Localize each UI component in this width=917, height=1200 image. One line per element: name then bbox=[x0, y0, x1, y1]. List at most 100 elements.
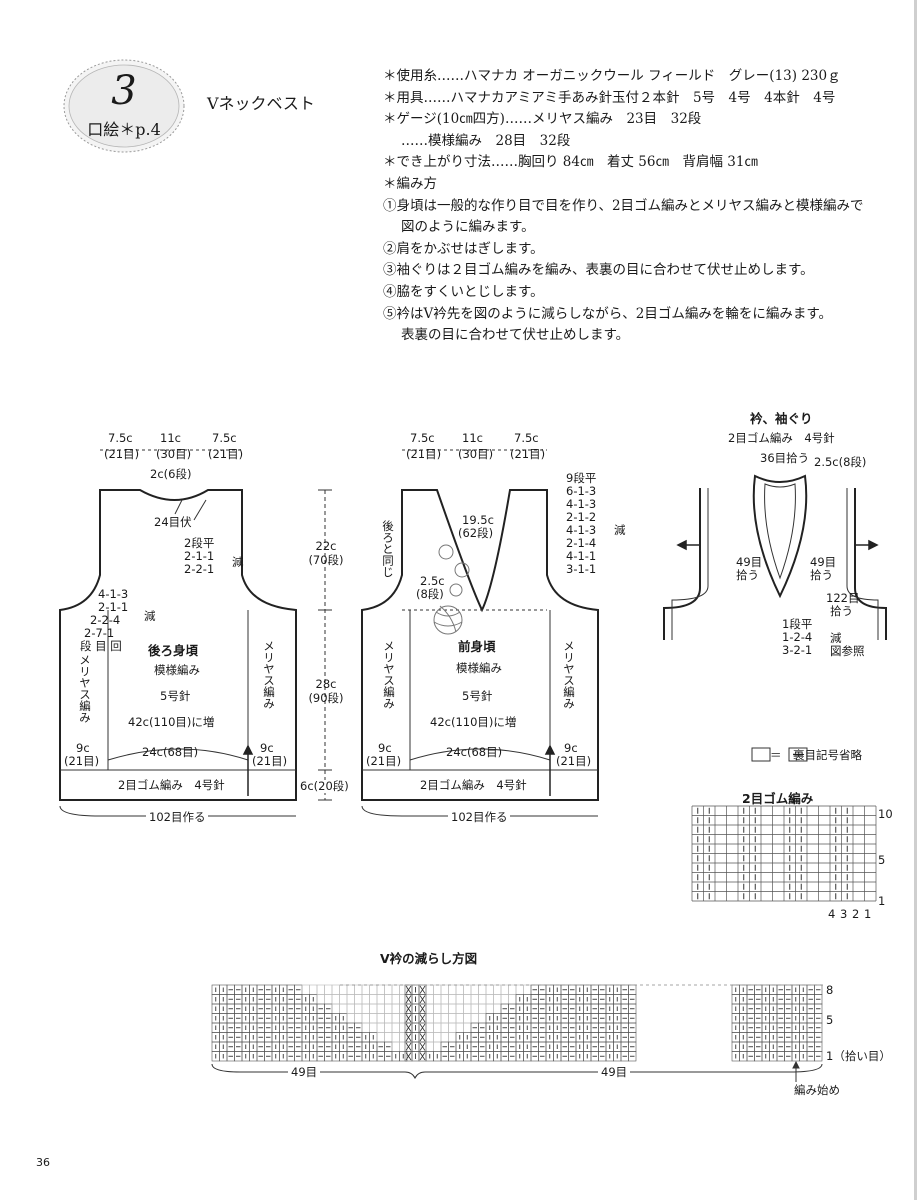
spec-yarn: ＊使用糸……ハマナカ オーガニックウール フィールド グレー(13) 230ｇ bbox=[383, 68, 841, 84]
page-edge-shadow bbox=[914, 0, 917, 1200]
collar-outline-left bbox=[663, 488, 701, 640]
front-bottom-left-sts: (21目) bbox=[366, 754, 402, 768]
back-cast-on: 102目作る bbox=[146, 811, 209, 824]
back-piece-name: 後ろ身頃 bbox=[148, 643, 199, 658]
back-bottom-left-sts: (21目) bbox=[64, 754, 100, 768]
collar-v-dec-3: 3-2-1 bbox=[782, 643, 813, 657]
back-shoulder-right-width: 7.5c bbox=[212, 431, 237, 445]
v-chart-title: V衿の減らし方図 bbox=[380, 951, 478, 966]
pattern-number: 3 bbox=[111, 68, 137, 114]
back-bottom-right-width: 9c bbox=[260, 741, 274, 755]
front-increase: 42c(110目)に増 bbox=[430, 715, 517, 729]
height-middle-rows: (90段) bbox=[308, 691, 344, 705]
v-row-label-8: 8 bbox=[826, 983, 834, 997]
spec-gauge-pattern: ……模様編み 28目 32段 bbox=[401, 132, 571, 149]
back-arm-dec-2: 2-1-1 bbox=[98, 600, 129, 614]
collar-arm-pickup: 122目 bbox=[826, 591, 860, 605]
front-side-left: メリヤス編み bbox=[382, 640, 396, 709]
back-arm-dec-label: 減 bbox=[144, 609, 156, 623]
v-left-count: 49目 bbox=[288, 1066, 321, 1079]
back-neck-width: 11c bbox=[160, 431, 181, 445]
spec-step-4: ④脇をすくいとじします。 bbox=[383, 283, 544, 300]
back-col-header: 段 目 回 bbox=[80, 639, 122, 653]
rib-col-label-4: 4 bbox=[828, 907, 836, 921]
front-v-dec-4: 2-1-2 bbox=[566, 510, 597, 524]
spec-step-1-cont: 図のように編みます。 bbox=[401, 219, 535, 236]
spec-method-heading: ＊編み方 bbox=[383, 175, 437, 192]
legend-text: ＝ 裏目記号省略 bbox=[770, 748, 862, 762]
front-v-dec-2: 6-1-3 bbox=[566, 484, 597, 498]
collar-left-pickup-verb: 拾う bbox=[736, 568, 759, 582]
spec-size: ＊でき上がり寸法……胸回り 84㎝ 着丈 56㎝ 背肩幅 31㎝ bbox=[383, 154, 758, 171]
collar-left-pickup: 49目 bbox=[736, 555, 763, 569]
pattern-number-badge: 3 口絵＊p.4 bbox=[62, 58, 186, 154]
front-same-as-back: 後ろと同じ bbox=[381, 520, 395, 578]
back-neck-dec-3: 2-2-1 bbox=[184, 562, 215, 576]
height-upper: 22c bbox=[315, 539, 337, 553]
front-shoulder-left-sts: (21目) bbox=[406, 447, 442, 461]
front-bottom-right-width: 9c bbox=[564, 741, 578, 755]
front-shoulder-right-sts: (21目) bbox=[510, 447, 546, 461]
spec-tools: ＊用具……ハマナカアミアミ手あみ針玉付２本針 5号 4号 4本針 4号 bbox=[383, 89, 836, 106]
v-start-label: 編み始め bbox=[794, 1083, 840, 1097]
back-stitch: 模様編み bbox=[154, 663, 200, 677]
legend-symbols bbox=[751, 747, 808, 762]
front-arm-depth: 2.5c bbox=[420, 574, 445, 588]
back-bottom-mid: 24c(68目) bbox=[142, 745, 199, 759]
front-v-dec-6: 2-1-4 bbox=[566, 536, 597, 550]
front-shoulder-right-width: 7.5c bbox=[514, 431, 539, 445]
rib-row-label-1: 1 bbox=[878, 894, 886, 908]
front-rib: 2目ゴム編み 4号針 bbox=[420, 778, 527, 792]
back-neck-sts: (30目) bbox=[156, 447, 192, 461]
collar-v-dec-ref: 図参照 bbox=[830, 644, 865, 658]
front-needle: 5号針 bbox=[462, 689, 493, 703]
v-right-count: 49目 bbox=[598, 1066, 631, 1079]
front-stitch: 模様編み bbox=[456, 661, 502, 675]
specifications: ＊使用糸……ハマナカ オーガニックウール フィールド グレー(13) 230ｇ … bbox=[383, 66, 893, 347]
yarn-ball-illustration bbox=[433, 544, 470, 635]
back-needle: 5号針 bbox=[160, 689, 191, 703]
v-row-label-1: 1（拾い目） bbox=[826, 1049, 891, 1063]
rib-chart-grid bbox=[691, 805, 877, 902]
back-bottom-left-width: 9c bbox=[76, 741, 90, 755]
legend-symbol: 一 bbox=[793, 748, 805, 762]
rib-col-label-1: 1 bbox=[864, 907, 872, 921]
front-cast-on: 102目作る bbox=[448, 811, 511, 824]
back-neck-dec-2: 2-1-1 bbox=[184, 549, 215, 563]
badge-lace-frame bbox=[63, 59, 185, 153]
back-arm-dec-3: 2-2-4 bbox=[90, 613, 121, 627]
front-v-dec-8: 3-1-1 bbox=[566, 562, 597, 576]
back-arm-dec-1: 4-1-3 bbox=[98, 587, 129, 601]
collar-v-dec-2: 1-2-4 bbox=[782, 630, 813, 644]
rib-chart-title: 2目ゴム編み bbox=[742, 791, 814, 806]
back-side-right: メリヤス編み bbox=[262, 640, 276, 709]
back-neck-dec-1: 2段平 bbox=[184, 536, 215, 550]
front-shoulder-left-width: 7.5c bbox=[410, 431, 435, 445]
front-v-depth-rows: (62段) bbox=[458, 526, 494, 540]
front-side-right: メリヤス編み bbox=[562, 640, 576, 709]
back-bind-off: 24目伏 bbox=[154, 515, 192, 529]
rib-col-label-3: 3 bbox=[840, 907, 848, 921]
back-side-left: メリヤス編み bbox=[78, 654, 92, 723]
back-bottom-right-sts: (21目) bbox=[252, 754, 288, 768]
front-v-dec-label: 減 bbox=[614, 523, 626, 537]
page-title: Vネックベスト bbox=[207, 94, 315, 113]
front-piece-name: 前身頃 bbox=[458, 639, 496, 654]
collar-right-pickup-verb: 拾う bbox=[810, 568, 833, 582]
collar-back-pickup: 36目拾う bbox=[760, 451, 810, 465]
collar-right-pickup: 49目 bbox=[810, 555, 837, 569]
v-row-label-5: 5 bbox=[826, 1013, 834, 1027]
front-v-dec-7: 4-1-1 bbox=[566, 549, 597, 563]
spec-step-2: ②肩をかぶせはぎします。 bbox=[383, 240, 544, 257]
back-arm-dec-4: 2-7-1 bbox=[84, 626, 115, 640]
collar-v-dec-label: 減 bbox=[830, 631, 842, 645]
back-shoulder-right-sts: (21目) bbox=[208, 447, 244, 461]
front-bottom-right-sts: (21目) bbox=[556, 754, 592, 768]
front-bottom-mid: 24c(68目) bbox=[446, 745, 503, 759]
v-neck-chart-grid bbox=[211, 984, 824, 1062]
back-increase: 42c(110目)に増 bbox=[128, 715, 215, 729]
collar-arm-pickup-verb: 拾う bbox=[830, 604, 853, 618]
page-number: 36 bbox=[36, 1156, 50, 1169]
back-body-outline bbox=[59, 489, 297, 801]
